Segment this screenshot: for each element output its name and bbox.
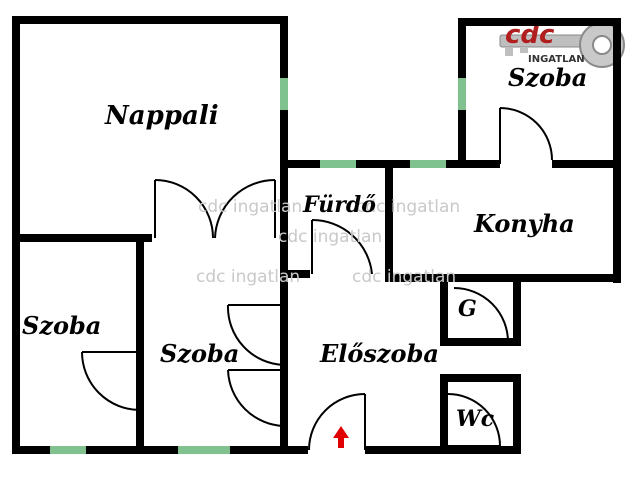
room-label-eloszoba: Előszoba (319, 339, 439, 368)
red-up-arrow-icon (333, 426, 349, 448)
room-label-furdo: Fürdő (302, 192, 376, 218)
room-label-g: G (458, 296, 477, 322)
room-label-wc: Wc (456, 406, 495, 432)
cdc-logo: cdc INGATLAN (499, 20, 625, 68)
watermark-text: cdc ingatlan (196, 267, 300, 287)
logo-subtitle: INGATLAN (528, 54, 585, 65)
watermark-text: cdc ingatlan (198, 197, 302, 217)
walls (12, 16, 621, 454)
room-label-szoba-top-right: Szoba (508, 63, 587, 92)
doors (81, 107, 553, 451)
watermarks: cdc ingatlan cdc ingatlan cdc ingatlan c… (196, 197, 460, 287)
room-label-nappali: Nappali (104, 101, 219, 131)
room-label-szoba-middle: Szoba (160, 339, 239, 368)
room-label-szoba-left: Szoba (22, 311, 101, 340)
windows (50, 78, 466, 454)
room-labels: Nappali Szoba Fürdő Konyha Szoba Szoba E… (22, 63, 587, 432)
room-label-konyha: Konyha (473, 209, 575, 238)
watermark-text: cdc ingatlan (356, 197, 460, 217)
watermark-text: cdc ingatlan (352, 267, 456, 287)
watermark-text: cdc ingatlan (278, 227, 382, 247)
